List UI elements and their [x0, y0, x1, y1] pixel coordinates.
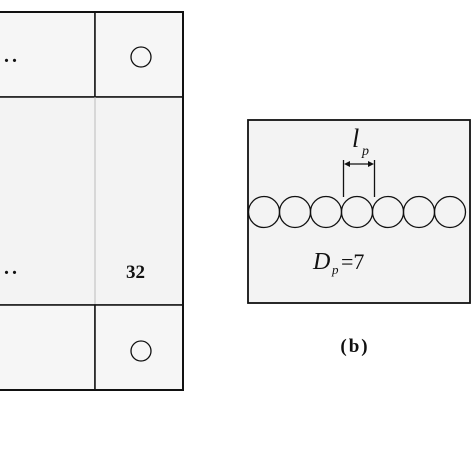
cell-count-label: 32: [126, 262, 145, 283]
panel-a-border: [0, 11, 184, 391]
diameter-subscript: p: [331, 262, 339, 277]
particle-circle: [433, 195, 467, 229]
spacing-subscript: p: [361, 144, 369, 159]
panel-b-box: [247, 119, 471, 304]
top-ellipsis: ..: [4, 45, 20, 67]
diameter-symbol: D: [312, 249, 330, 275]
panel-a-middle-cell: [0, 96, 184, 306]
panel-a: .. .. 32: [0, 11, 184, 391]
spacing-arrow-right-head: [368, 161, 374, 167]
spacing-label: l: [352, 124, 359, 153]
panel-a-top-right-cell: [94, 11, 184, 98]
spacing-symbol: l: [352, 124, 359, 153]
panel-b: l p D p =7: [247, 119, 471, 304]
caption-b: (b): [340, 336, 369, 357]
panel-a-top-left-cell: [0, 11, 96, 98]
panel-a-bottom-right-cell: [94, 304, 184, 391]
top-cell-circle: [130, 46, 152, 68]
diameter-label: D: [312, 249, 330, 275]
bottom-ellipsis: ..: [4, 257, 20, 279]
particle-row: [247, 195, 467, 229]
bottom-cell-circle: [130, 340, 152, 362]
diameter-value: =7: [341, 249, 364, 274]
panel-a-bottom-left-cell: [0, 304, 96, 391]
spacing-arrow-left-head: [344, 161, 350, 167]
